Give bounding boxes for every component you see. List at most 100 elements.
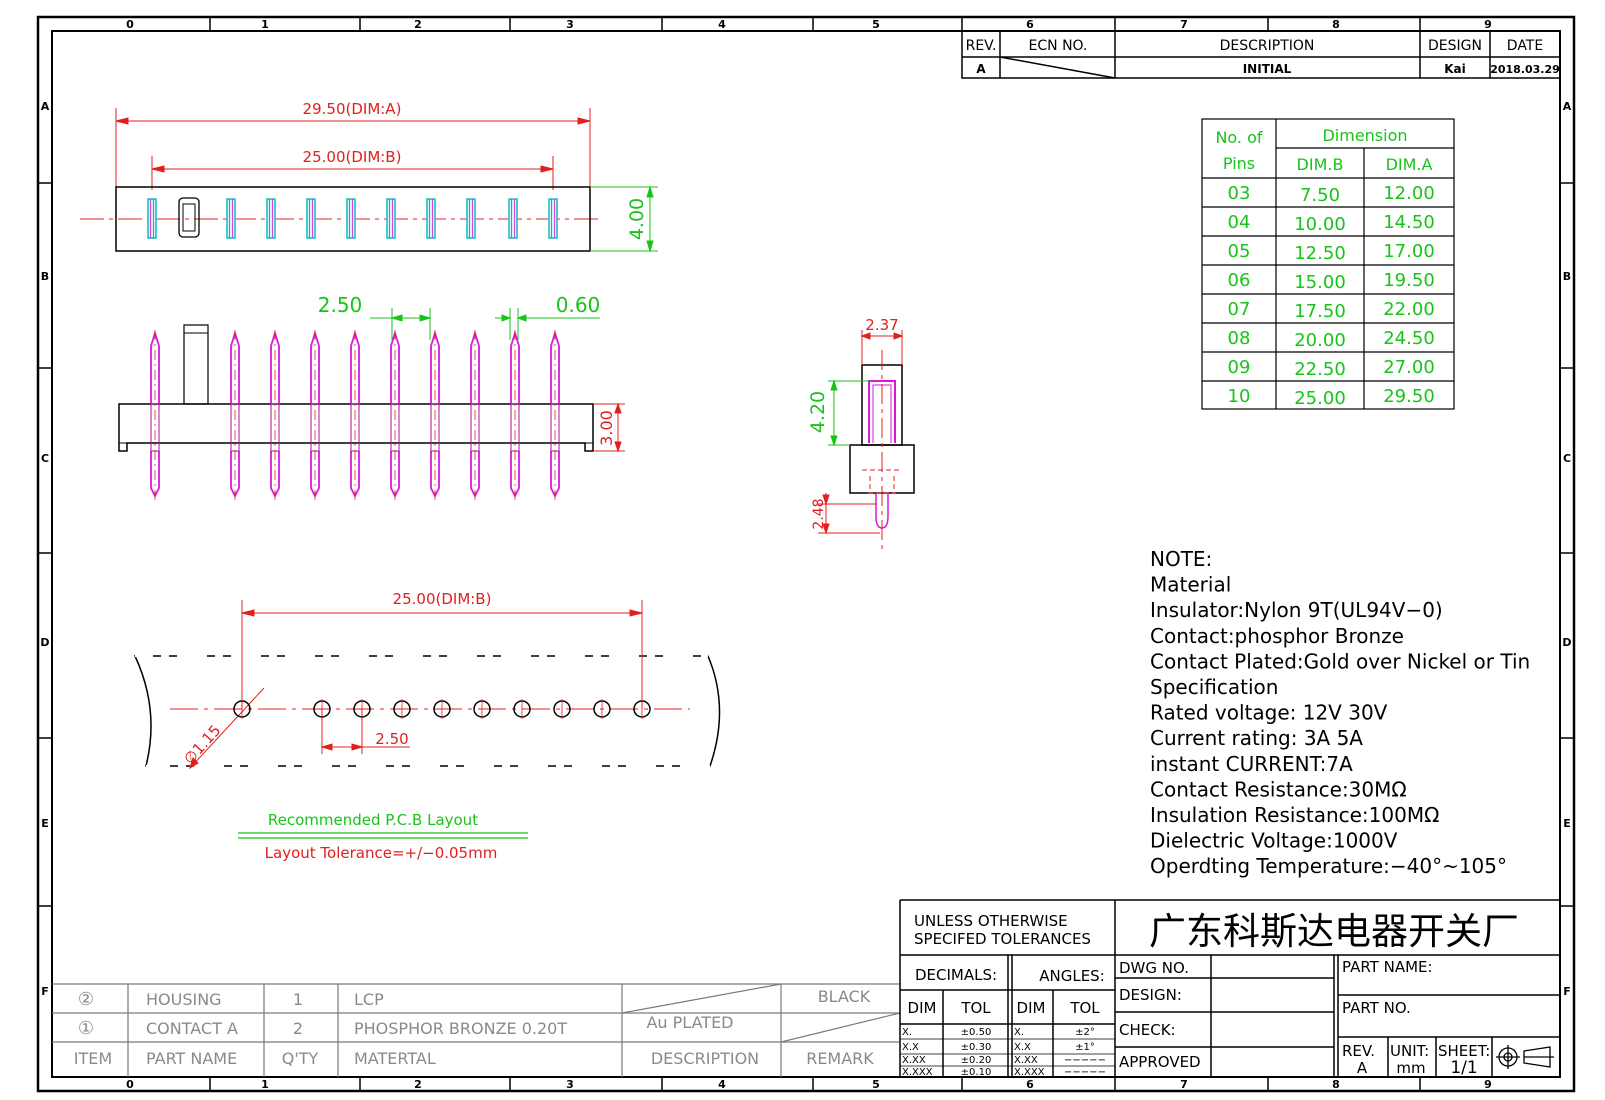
pcb-tolerance-note: Layout Tolerance=+/−0.05mm <box>265 844 498 862</box>
note-line: instant CURRENT:7A <box>1150 752 1353 776</box>
pcb-pitch-label: 2.50 <box>375 730 408 748</box>
drawing-frame <box>36 15 1576 1093</box>
frame-labels: 0 1 2 3 4 5 6 7 8 9 0 1 2 3 4 5 6 7 8 9 … <box>40 18 1571 1091</box>
sheet-value: 1/1 <box>1450 1058 1477 1078</box>
pins-cell: 04 <box>1228 212 1251 233</box>
bom-header-item: ITEM <box>74 1049 112 1068</box>
pcb-layout-view: 25.00(DIM:B) 2.50 ∅1.15 Recommended P.C.… <box>133 590 721 862</box>
col-label: 6 <box>1026 18 1034 31</box>
pcb-hole <box>553 699 571 719</box>
front-pin <box>350 329 360 500</box>
col-label: 8 <box>1332 1078 1340 1091</box>
front-view-pins <box>150 329 560 500</box>
front-view: 2.50 0.60 3.00 <box>118 293 625 500</box>
side-view: 2.37 4.20 2.48 <box>807 316 915 552</box>
latch-slot <box>178 197 200 238</box>
top-pin <box>147 198 157 239</box>
top-pin <box>386 198 396 239</box>
tolerance-note: UNLESS OTHERWISE <box>914 912 1068 930</box>
front-pin <box>470 329 480 500</box>
dim-a-cell: 24.50 <box>1383 328 1435 349</box>
note-line: Material <box>1150 573 1231 597</box>
bom-description: Au PLATED <box>646 1013 733 1032</box>
dimension-header: Dimension <box>1322 126 1407 145</box>
dim-b-cell: 10.00 <box>1294 214 1346 235</box>
dim-b-cell: 25.00 <box>1294 388 1346 409</box>
pcb-hole <box>633 699 651 719</box>
dim-col-header: DIM <box>1017 999 1046 1017</box>
part-no-label: PART NO. <box>1342 999 1411 1017</box>
pcb-hole <box>433 699 451 719</box>
pins-cell: 03 <box>1228 183 1251 204</box>
col-label: 5 <box>872 18 880 31</box>
rev-value: A <box>976 62 986 76</box>
note-line: Operdting Temperature:−40°~105° <box>1150 854 1507 878</box>
front-pin <box>270 329 280 500</box>
row-label: B <box>41 270 49 283</box>
dim-a-cell: 17.00 <box>1383 241 1435 262</box>
dim-a-header: DIM.A <box>1386 155 1433 174</box>
col-label: 5 <box>872 1078 880 1091</box>
bom-table: ② HOUSING 1 LCP BLACK ① CONTACT A 2 PHOS… <box>52 983 901 1077</box>
decimal-tol: ±0.50 <box>961 1027 992 1038</box>
bom-material: LCP <box>354 990 384 1009</box>
dim-b-label: 25.00(DIM:B) <box>303 148 402 166</box>
body-height-label: 3.00 <box>597 410 616 446</box>
top-view-pins <box>147 197 558 239</box>
design-label: DESIGN: <box>1119 986 1182 1004</box>
description-value: INITIAL <box>1243 62 1292 76</box>
sheet-label: SHEET: <box>1438 1042 1490 1060</box>
decimal-dim: X.XX <box>902 1055 926 1066</box>
pcb-hole <box>473 699 491 719</box>
rev-header: REV. <box>966 38 997 54</box>
decimal-tol: ±0.30 <box>961 1042 992 1053</box>
decimal-dim: X. <box>902 1027 912 1038</box>
rev-label: REV. <box>1342 1042 1375 1060</box>
front-pin <box>310 329 320 500</box>
note-line: Current rating: 3A 5A <box>1150 726 1363 750</box>
bom-header-description: DESCRIPTION <box>651 1049 759 1068</box>
row-label: C <box>1563 452 1571 465</box>
dim-a-cell: 22.00 <box>1383 299 1435 320</box>
design-header: DESIGN <box>1428 38 1482 54</box>
row-label: C <box>41 452 49 465</box>
col-label: 7 <box>1180 18 1188 31</box>
pcb-hole <box>233 699 251 719</box>
dim-a-cell: 27.00 <box>1383 357 1435 378</box>
pins-cell: 07 <box>1228 299 1251 320</box>
col-label: 9 <box>1484 1078 1492 1091</box>
dim-a-cell: 14.50 <box>1383 212 1435 233</box>
pins-cell: 06 <box>1228 270 1251 291</box>
dim-a-label: 29.50(DIM:A) <box>303 100 402 118</box>
angle-dim: X.XXX <box>1014 1067 1045 1078</box>
pcb-hole <box>393 699 411 719</box>
decimal-tol: ±0.10 <box>961 1067 992 1078</box>
top-pin <box>508 198 518 239</box>
projection-symbol-icon <box>1496 1045 1554 1069</box>
top-view: 29.50(DIM:A) 25.00(DIM:B) 4.00 <box>80 100 658 253</box>
row-label: E <box>41 817 49 830</box>
decimal-dim: X.X <box>902 1042 919 1053</box>
pcb-hole <box>593 699 611 719</box>
row-label: A <box>41 100 50 113</box>
dim-b-cell: 20.00 <box>1294 330 1346 351</box>
col-label: 3 <box>566 18 574 31</box>
bom-qty: 1 <box>293 990 303 1009</box>
dim-a-cell: 12.00 <box>1383 183 1435 204</box>
dimension-row: 03 7.50 12.00 <box>1228 183 1435 206</box>
description-header: DESCRIPTION <box>1220 38 1315 54</box>
decimals-label: DECIMALS: <box>915 966 997 984</box>
side-width-label: 2.37 <box>865 316 898 334</box>
dim-b-cell: 7.50 <box>1300 185 1340 206</box>
pin-above-label: 4.20 <box>807 391 829 433</box>
design-value: Kai <box>1444 62 1466 76</box>
angles-label: ANGLES: <box>1039 967 1105 985</box>
top-pin <box>226 198 236 239</box>
pcb-hole <box>513 699 531 719</box>
